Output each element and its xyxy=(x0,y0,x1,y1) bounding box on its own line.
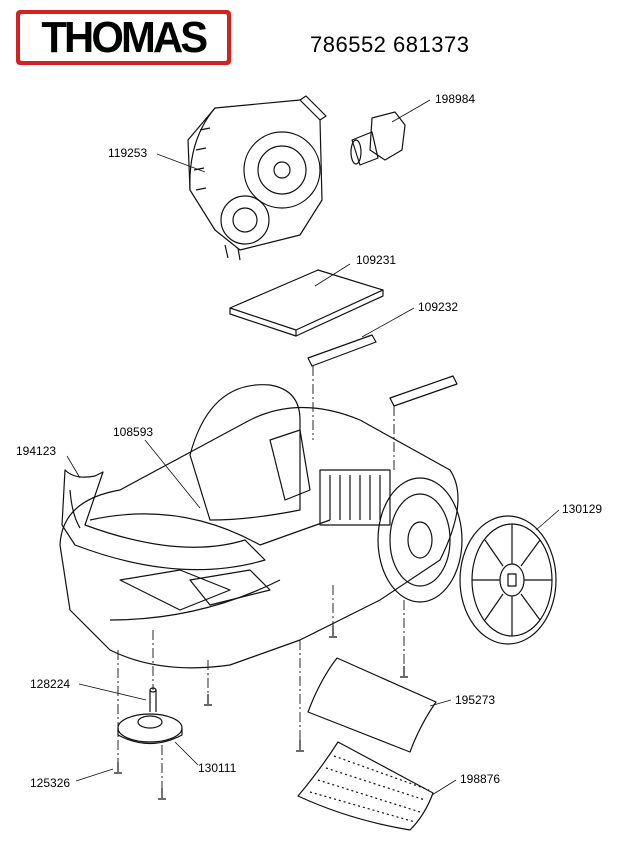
exhaust-filter-part xyxy=(307,657,437,753)
label-130129: 130129 xyxy=(562,502,603,516)
label-109232: 109232 xyxy=(418,300,459,314)
thomas-logo: THOMAS xyxy=(16,10,231,65)
assembly-lines xyxy=(117,366,405,788)
exhaust-grille-part xyxy=(297,741,434,831)
label-194123: 194123 xyxy=(16,444,57,458)
label-109231: 109231 xyxy=(356,253,397,267)
screws xyxy=(114,626,408,800)
label-119253: 119253 xyxy=(108,146,148,160)
hose-connector-part xyxy=(350,111,406,166)
label-198876: 198876 xyxy=(460,772,501,786)
document-code: 786552 681373 xyxy=(310,32,470,57)
label-108593: 108593 xyxy=(113,425,154,439)
label-128224: 128224 xyxy=(30,677,71,691)
filter-pad-part xyxy=(229,269,384,337)
fan-housing-part xyxy=(187,95,327,261)
label-198984: 198984 xyxy=(435,92,476,106)
castor-part xyxy=(117,687,183,744)
logo-text: THOMAS xyxy=(41,12,208,62)
label-130111: 130111 xyxy=(198,761,237,775)
label-195273: 195273 xyxy=(455,693,496,707)
bumper-part xyxy=(61,469,266,571)
leader-lines xyxy=(66,99,560,796)
foam-strip-part xyxy=(307,334,458,407)
chassis-part xyxy=(59,384,463,669)
label-125326: 125326 xyxy=(30,776,71,790)
wheel-part xyxy=(459,515,557,645)
